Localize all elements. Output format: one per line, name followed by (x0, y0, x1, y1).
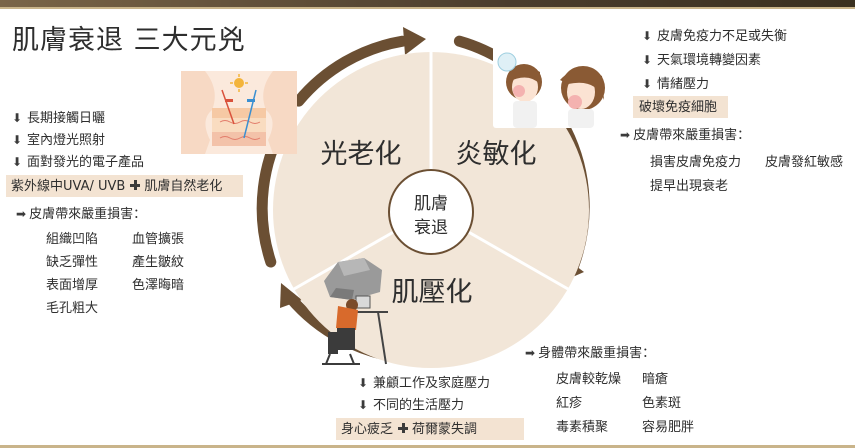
segment-label-photo: 光老化 (321, 139, 402, 170)
bottom-highlight-box: 身心疲乏 荷爾蒙失調 (336, 418, 524, 440)
arrowhead-left (280, 283, 302, 308)
top-bar (0, 0, 855, 7)
bottom-highlight-b: 荷爾蒙失調 (412, 422, 478, 437)
bottom-cause-2: ⬇不同的生活壓力 (357, 398, 465, 413)
down-arrow-icon: ⬇ (11, 155, 23, 169)
center-label-line2: 衰退 (414, 218, 448, 238)
segment-label-inflame: 炎敏化 (456, 139, 537, 170)
down-arrow-icon: ⬇ (641, 77, 653, 91)
down-arrow-icon: ⬇ (641, 29, 653, 43)
body-damage-item: 皮膚較乾燥 (556, 372, 622, 387)
left-damage-item: 表面增厚 (46, 278, 99, 293)
down-arrow-icon: ⬇ (357, 376, 369, 390)
left-damage-item: 毛孔粗大 (46, 301, 99, 316)
down-arrow-icon: ⬇ (357, 398, 369, 412)
right-highlight: 破壞免疫細胞 (639, 100, 718, 115)
arrowhead-top (403, 27, 426, 55)
bottom-highlight-a: 身心疲乏 (341, 422, 394, 437)
right-damage-item: 皮膚發紅敏感 (765, 155, 844, 170)
bottom-cause-1: ⬇兼顧工作及家庭壓力 (357, 376, 491, 391)
plus-icon (129, 179, 141, 191)
left-cause-2: ⬇室內燈光照射 (11, 133, 106, 148)
left-damage-item: 缺乏彈性 (46, 255, 99, 270)
left-damage-item: 血管擴張 (132, 232, 185, 247)
body-damage-item: 紅疹 (556, 396, 583, 411)
down-arrow-icon: ⬇ (11, 133, 23, 147)
right-damage-item: 損害皮膚免疫力 (650, 155, 742, 170)
stress-rock-illustration (322, 258, 388, 365)
left-cause-3: ⬇面對發光的電子產品 (11, 155, 145, 170)
left-highlight-box: 紫外線中UVA/ UVB 肌膚自然老化 (6, 175, 243, 197)
body-damage-item: 毒素積聚 (556, 420, 609, 435)
right-arrow-icon: ➡ (620, 128, 631, 142)
right-cause-3: ⬇情緒壓力 (641, 77, 710, 92)
body-damage-item: 色素斑 (642, 396, 682, 411)
right-highlight-box: 破壞免疫細胞 (633, 96, 728, 118)
left-damage-item: 組織凹陷 (46, 232, 99, 247)
right-damage-item: 提早出現衰老 (650, 179, 729, 194)
body-damage-item: 容易肥胖 (642, 420, 695, 435)
left-highlight-b: 肌膚自然老化 (144, 179, 223, 194)
bottom-bar (0, 445, 855, 448)
ring-arc-top (293, 35, 408, 107)
top-bar-accent (0, 7, 855, 9)
right-cause-2: ⬇天氣環境轉變因素 (641, 53, 762, 68)
right-damage-title: ➡皮膚帶來嚴重損害： (620, 128, 751, 143)
center-label-line1: 肌膚 (414, 194, 448, 214)
right-cause-1: ⬇皮膚免疫力不足或失衡 (641, 29, 788, 44)
divider-right (450, 220, 569, 291)
down-arrow-icon: ⬇ (641, 53, 653, 67)
left-highlight-a: 紫外線中UVA/ UVB (11, 179, 126, 194)
skin-cross-section-illustration (181, 71, 297, 154)
divider-left (293, 220, 412, 291)
left-damage-title: ➡皮膚帶來嚴重損害： (16, 207, 147, 222)
page-title: 肌膚衰退 三大元兇 (12, 25, 246, 56)
sensitive-skin-illustration (493, 46, 614, 128)
body-damage-item: 暗瘡 (642, 372, 669, 387)
body-damage-title: ➡身體帶來嚴重損害： (525, 346, 656, 361)
inner-circle (388, 169, 474, 255)
right-arrow-icon: ➡ (525, 346, 536, 360)
plus-icon (397, 422, 409, 434)
left-cause-1: ⬇長期接觸日曬 (11, 111, 106, 126)
left-damage-item: 產生皺紋 (132, 255, 185, 270)
down-arrow-icon: ⬇ (11, 111, 23, 125)
left-damage-item: 色澤晦暗 (132, 278, 185, 293)
right-arrow-icon: ➡ (16, 207, 27, 221)
segment-label-pressure: 肌壓化 (392, 277, 473, 308)
